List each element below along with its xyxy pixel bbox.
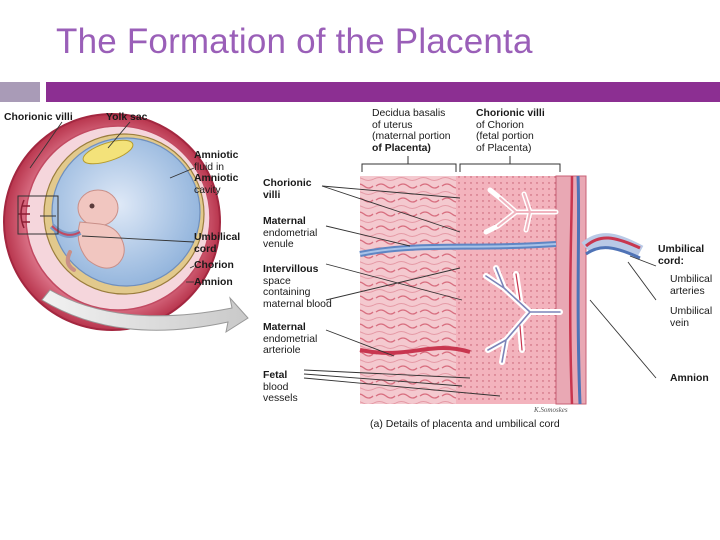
label-chorionic-villi-left: Chorionic villi <box>4 112 73 123</box>
artist-signature: K.Somoskes <box>534 406 568 414</box>
label-chorionic-villi-mid: Chorionic villi <box>263 178 312 201</box>
slide-title: The Formation of the Placenta <box>56 22 533 61</box>
figure-caption: (a) Details of placenta and umbilical co… <box>370 418 560 430</box>
label-amniotic-fluid: Amniotic fluid in Amniotic cavity <box>194 150 239 196</box>
placenta-detail <box>359 175 644 405</box>
enlargement-arrow <box>41 289 249 334</box>
embryo <box>65 189 125 272</box>
label-intervillous-space: Intervillous space containing maternal b… <box>263 264 332 310</box>
amniotic-cavity <box>51 137 201 287</box>
label-fetal-blood-vessels: Fetal blood vessels <box>263 370 298 404</box>
label-amnion-right: Amnion <box>670 373 709 384</box>
label-umbilical-vein: Umbilical vein <box>670 306 713 329</box>
label-maternal-venule: Maternal endometrial venule <box>263 216 318 250</box>
label-umbilical-cord-left: Umbilical cord <box>194 232 241 255</box>
embryo-diagram <box>3 113 221 331</box>
label-umbilical-arteries: Umbilical arteries <box>670 274 713 297</box>
label-umbilical-cord-right: Umbilical cord: <box>658 244 705 267</box>
bracket-lines <box>361 156 561 172</box>
header-bar <box>46 82 720 102</box>
leader-lines <box>29 121 657 397</box>
label-chorionic-villi-top: Chorionic villi of Chorion (fetal portio… <box>476 108 545 154</box>
header-bar-tab <box>0 82 40 102</box>
label-maternal-arteriole: Maternal endometrial arteriole <box>263 322 318 356</box>
label-amnion-left: Amnion <box>194 277 233 288</box>
label-chorion: Chorion <box>194 260 234 271</box>
label-decidua-basalis: Decidua basalis of uterus (maternal port… <box>372 108 451 154</box>
umbilical-cord <box>581 233 644 259</box>
label-yolk-sac: Yolk sac <box>106 112 148 123</box>
yolk-sac <box>82 139 134 165</box>
